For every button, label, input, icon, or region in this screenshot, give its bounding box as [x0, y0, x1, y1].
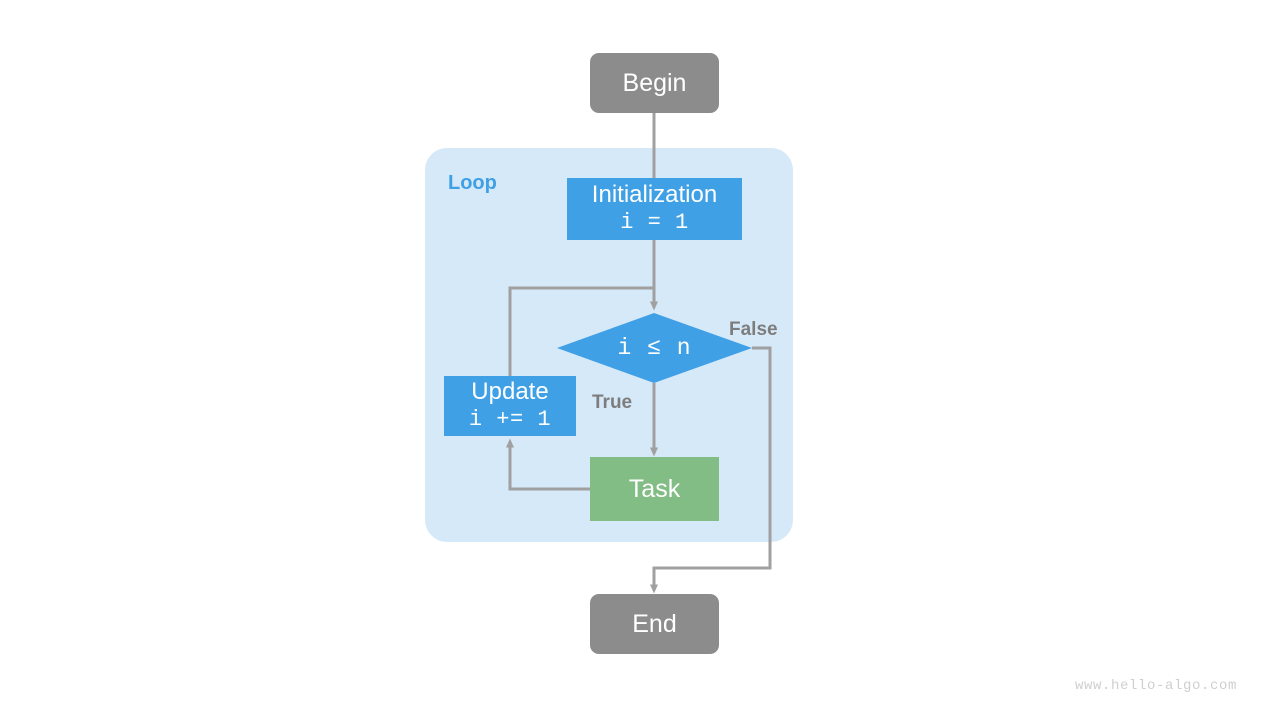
node-update[interactable]: Update i += 1 — [444, 376, 576, 436]
edge-label-false: False — [729, 319, 778, 340]
node-initialization-label: Initialization — [591, 181, 718, 209]
node-update-label: Update — [471, 378, 549, 406]
watermark: www.hello-algo.com — [1075, 678, 1238, 694]
node-task[interactable]: Task — [590, 457, 719, 521]
node-end[interactable]: End — [590, 594, 719, 654]
edge-task-to-update — [506, 438, 590, 491]
loop-group-label: Loop — [448, 172, 497, 194]
node-update-detail: i += 1 — [468, 407, 552, 433]
edge-label-true: True — [592, 392, 633, 413]
node-initialization[interactable]: Initialization i = 1 — [567, 178, 742, 240]
edge-condition-false-to-end — [650, 346, 772, 594]
node-task-label: Task — [628, 475, 681, 503]
node-begin-label: Begin — [622, 69, 687, 97]
node-begin[interactable]: Begin — [590, 53, 719, 113]
condition-diamond — [557, 313, 752, 383]
edge-update-to-condition — [508, 286, 656, 376]
node-end-label: End — [632, 610, 677, 638]
node-initialization-detail: i = 1 — [620, 210, 689, 236]
